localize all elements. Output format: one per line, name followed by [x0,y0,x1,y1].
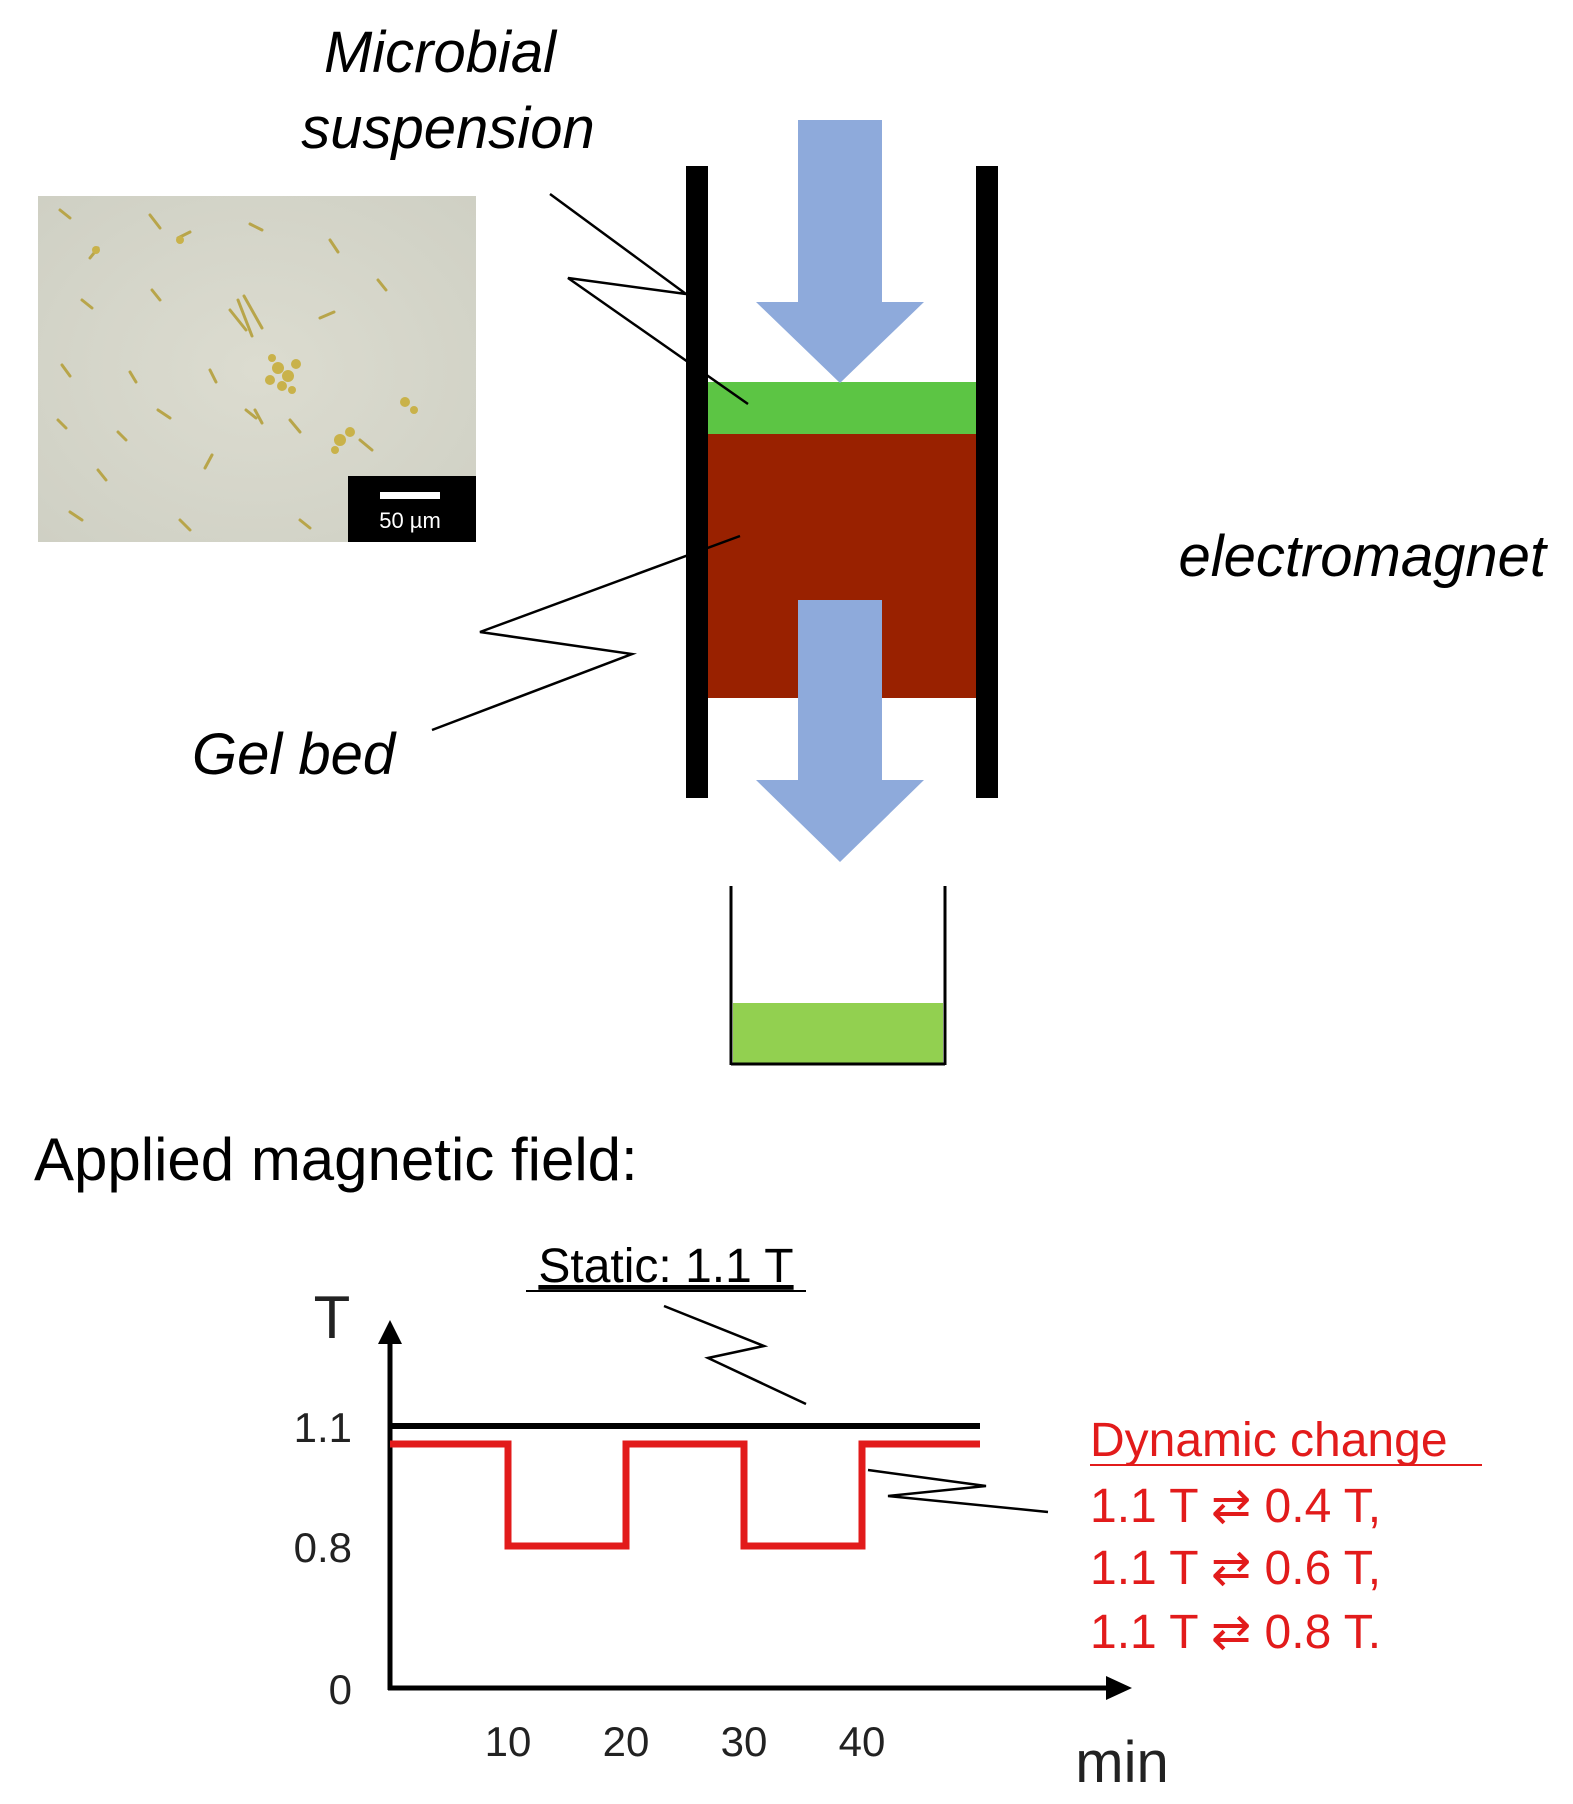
dynamic-leader [867,1468,1049,1514]
x-tick-labels: 10 20 30 40 [485,1718,886,1765]
y-tick-label: 1.1 [294,1404,352,1451]
suspension-layer [702,382,976,434]
microbe-cluster [92,236,418,454]
static-leader [663,1304,807,1406]
dynamic-field-line [390,1440,980,1550]
micrograph: 50 µm [38,196,476,542]
x-tick-label: 30 [721,1718,768,1765]
microbial-suspension-leader [549,192,749,406]
microbial-suspension-label-line2: suspension [301,96,594,161]
left-electromagnet-wall [686,166,708,798]
y-tick-label: 0 [329,1666,352,1713]
right-electromagnet-wall [976,166,998,798]
y-axis-arrowhead [378,1320,402,1344]
gel-bed-leader [431,534,741,732]
magnetic-field-chart: T min 0 0.8 1.1 10 20 30 40 Static: 1.1 T Dyn… [294,1240,1482,1795]
dynamic-line-2: 1.1 T ⇄ 0.6 T, [1090,1542,1381,1595]
scale-bar-box [348,476,476,542]
inflow-arrow [756,120,924,383]
outflow-arrow [756,600,924,862]
microbial-suspension-label-line1: Microbial [324,20,558,85]
gel-bed-label: Gel bed [192,722,397,787]
x-axis-arrowhead [1106,1676,1132,1700]
dynamic-title: Dynamic change [1090,1414,1448,1467]
x-tick-label: 20 [603,1718,650,1765]
column-apparatus [686,120,998,862]
series-lines [390,1423,980,1550]
dynamic-line-1: 1.1 T ⇄ 0.4 T, [1090,1480,1381,1533]
static-label: Static: 1.1 T [538,1240,793,1293]
x-tick-label: 10 [485,1718,532,1765]
y-tick-label: 0.8 [294,1524,352,1571]
collected-filtrate [733,1003,943,1063]
dynamic-line-3: 1.1 T ⇄ 0.8 T. [1090,1606,1381,1659]
electromagnet-label: electromagnet [1178,524,1548,589]
y-axis-label: T [314,1284,351,1351]
x-axis-label: min [1075,1730,1168,1795]
x-tick-label: 40 [839,1718,886,1765]
section-title: Applied magnetic field: [34,1126,638,1193]
scale-bar-label: 50 µm [379,508,441,533]
scale-bar [380,492,440,499]
collection-container [729,886,947,1066]
y-tick-labels: 0 0.8 1.1 [294,1404,352,1713]
